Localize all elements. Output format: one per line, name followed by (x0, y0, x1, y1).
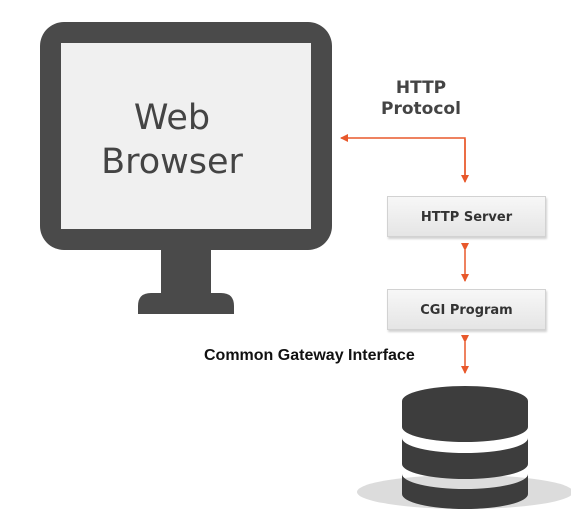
database-disk-1 (402, 386, 528, 442)
database-icon (357, 386, 571, 509)
database-disk-3 (402, 474, 528, 509)
http-server-box: HTTP Server (387, 196, 546, 237)
monitor-stand (161, 250, 211, 293)
http-protocol-label: HTTP Protocol (356, 78, 486, 120)
http-protocol-line2: Protocol (381, 99, 461, 119)
http-protocol-line1: HTTP (395, 78, 447, 98)
monitor-label-line2: Browser (101, 142, 243, 182)
monitor-icon (40, 22, 332, 314)
monitor-label-line1: Web (133, 98, 211, 138)
monitor-label: Web Browser (64, 96, 280, 184)
cgi-program-box: CGI Program (387, 289, 546, 330)
http-server-label: HTTP Server (420, 210, 513, 225)
common-gateway-interface-label: Common Gateway Interface (204, 347, 415, 364)
database-disk-2 (402, 438, 528, 479)
cgi-program-label: CGI Program (420, 303, 513, 318)
http-protocol-connector (340, 134, 469, 183)
arrow-to-browser (340, 134, 466, 180)
monitor-base (138, 293, 234, 314)
